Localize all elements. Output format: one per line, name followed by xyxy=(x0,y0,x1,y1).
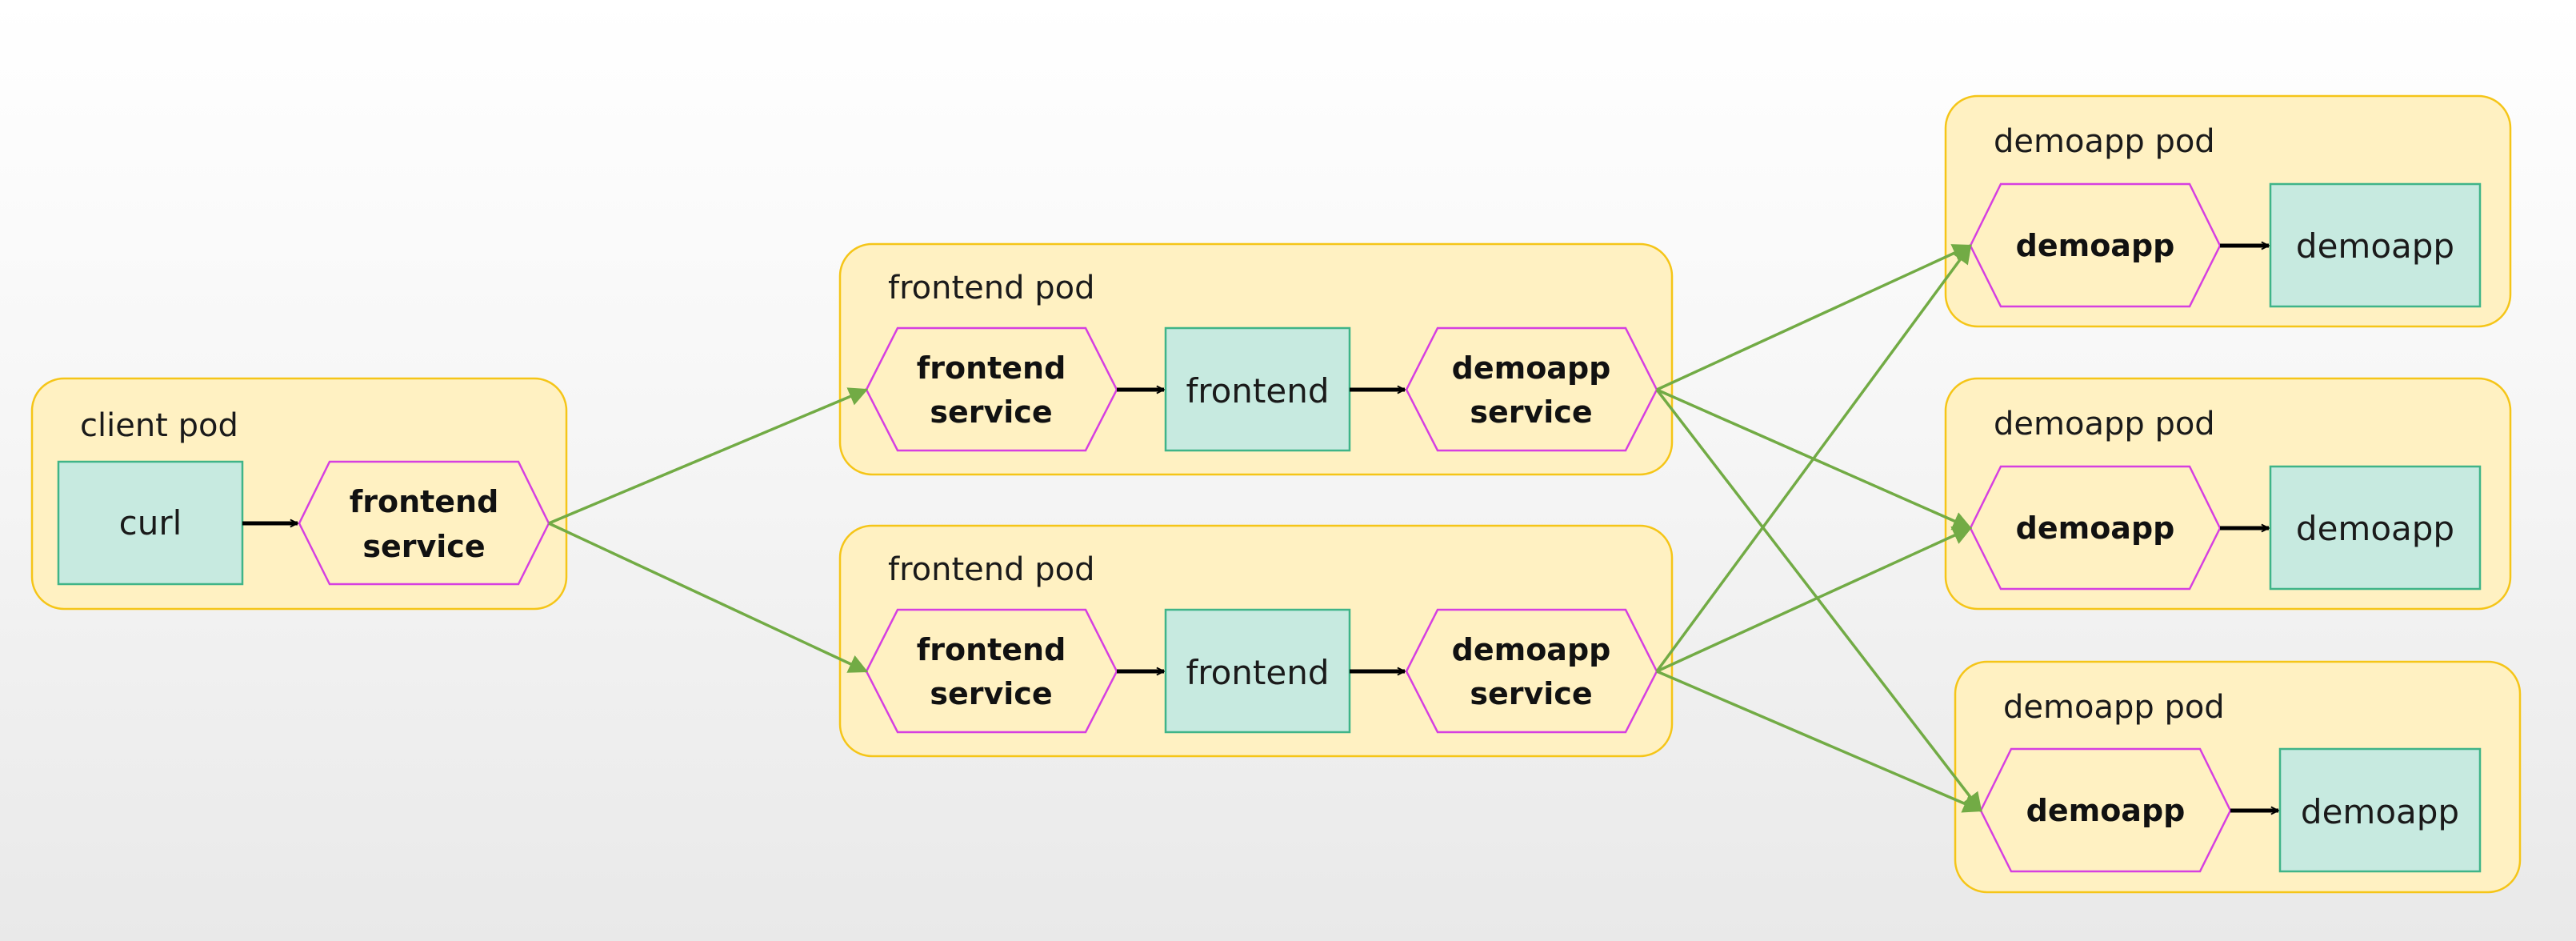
frontend-pod-2-frontend-service: frontend service xyxy=(865,608,1118,734)
frontend-pod-2-frontend-service-hexagon xyxy=(865,608,1118,734)
demoapp-pod-3-container-box xyxy=(2278,747,2482,873)
frontend-pod-1-container-box xyxy=(1164,326,1351,452)
demoapp-pod-1-service-label: demoapp xyxy=(2016,228,2175,263)
frontend-pod-1-label: frontend pod xyxy=(888,270,1094,306)
client-frontend-service: frontend service xyxy=(298,460,550,586)
client-pod-label: client pod xyxy=(80,407,238,444)
frontend-pod-2: frontend pod frontend service frontend d… xyxy=(838,524,1674,758)
client-pod: client pod curl frontend service xyxy=(30,377,568,611)
frontend-pod-1-out-service-line1: demoapp xyxy=(1452,350,1611,386)
frontend-pod-2-service-line2: service xyxy=(930,676,1052,711)
arrow-client-to-frontend-pod-2 xyxy=(548,522,869,673)
frontend-pod-2-out-service-line1: demoapp xyxy=(1452,632,1611,667)
frontend-pod-1-frontend-service: frontend service xyxy=(865,326,1118,452)
demoapp-pod-1-service: demoapp xyxy=(1969,182,2222,308)
curl-container-label: curl xyxy=(119,503,182,543)
frontend-pod-2-service-line1: frontend xyxy=(917,632,1066,667)
curl-container: curl xyxy=(57,460,244,586)
frontend-pod-1-frontend-service-hexagon xyxy=(865,326,1118,452)
frontend-pod-1-service-line2: service xyxy=(930,394,1052,430)
arrow-frontend-2-to-demoapp-1 xyxy=(1655,244,1972,673)
frontend-pod-1-container-label: frontend xyxy=(1186,371,1329,410)
curl-container-box xyxy=(57,460,244,586)
frontend-pod-2-out-service-line2: service xyxy=(1470,676,1592,711)
frontend-pod-1-demoapp-service: demoapp service xyxy=(1405,326,1658,452)
frontend-pod-2-container-box xyxy=(1164,608,1351,734)
client-service-line2: service xyxy=(362,529,485,564)
demoapp-pod-2-container: demoapp xyxy=(2269,465,2482,591)
frontend-pod-2-container-label: frontend xyxy=(1186,653,1329,692)
client-frontend-service-hexagon xyxy=(298,460,550,586)
arrow-frontend-2-to-demoapp-2 xyxy=(1656,527,1973,673)
frontend-pod-1-container: frontend xyxy=(1164,326,1351,452)
frontend-pod-2-container: frontend xyxy=(1164,608,1351,734)
demoapp-pod-2-service: demoapp xyxy=(1969,465,2222,591)
client-service-line1: frontend xyxy=(350,484,499,519)
demoapp-pod-1-container-label: demoapp xyxy=(2296,226,2454,266)
arrow-frontend-1-to-demoapp-1 xyxy=(1656,244,1973,391)
arrow-frontend-2-to-demoapp-3 xyxy=(1656,670,1983,813)
demoapp-pod-3-container-label: demoapp xyxy=(2301,792,2459,831)
demoapp-pod-1: demoapp pod demoapp demoapp xyxy=(1944,94,2512,328)
arrow-client-to-frontend-pod-1 xyxy=(548,387,869,525)
demoapp-pod-1-container: demoapp xyxy=(2269,182,2482,308)
demoapp-pod-2: demoapp pod demoapp demoapp xyxy=(1944,377,2512,611)
frontend-pod-1: frontend pod frontend service frontend d… xyxy=(838,242,1674,476)
traffic-arrows xyxy=(548,244,1983,813)
frontend-pod-2-demoapp-service-hexagon xyxy=(1405,608,1658,734)
demoapp-pod-3: demoapp pod demoapp demoapp xyxy=(1954,660,2522,894)
frontend-pod-1-out-service-line2: service xyxy=(1470,394,1592,430)
frontend-pod-1-service-line1: frontend xyxy=(917,350,1066,386)
demoapp-pod-3-container: demoapp xyxy=(2278,747,2482,873)
demoapp-pod-2-service-label: demoapp xyxy=(2016,511,2175,546)
frontend-pod-1-demoapp-service-hexagon xyxy=(1405,326,1658,452)
demoapp-pod-2-label: demoapp pod xyxy=(1994,406,2215,442)
demoapp-pod-2-container-box xyxy=(2269,465,2482,591)
frontend-pod-2-label: frontend pod xyxy=(888,551,1094,588)
demoapp-pod-3-service: demoapp xyxy=(1979,747,2232,873)
demoapp-pod-1-container-box xyxy=(2269,182,2482,308)
demoapp-pod-3-label: demoapp pod xyxy=(2003,689,2225,726)
demoapp-pod-1-label: demoapp pod xyxy=(1994,123,2215,160)
demoapp-pod-2-container-label: demoapp xyxy=(2296,509,2454,548)
arrow-frontend-1-to-demoapp-3 xyxy=(1655,388,1982,812)
demoapp-pod-3-service-label: demoapp xyxy=(2026,793,2186,828)
frontend-pod-2-demoapp-service: demoapp service xyxy=(1405,608,1658,734)
